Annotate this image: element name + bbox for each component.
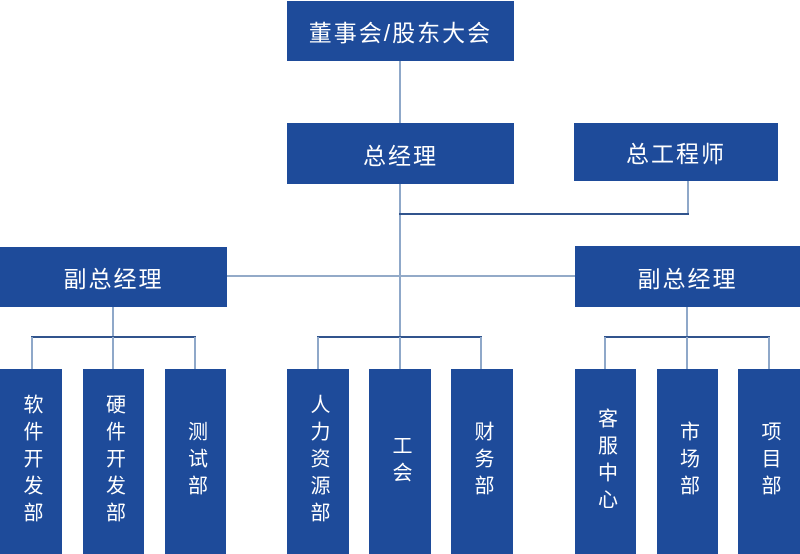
connector-drop-testing	[194, 337, 196, 370]
connector-board-to-gm	[399, 61, 401, 123]
org-node-customer-service: 客服中心	[575, 369, 636, 554]
org-node-marketing: 市场部	[657, 369, 718, 554]
org-node-hardware-dev-label: 硬件开发部	[102, 394, 125, 529]
org-node-project-label: 项目部	[758, 421, 780, 502]
connector-drop-marketing	[686, 337, 688, 370]
connector-chief-engineer-horizontal	[399, 213, 689, 215]
connector-drop-project	[768, 337, 770, 370]
org-node-finance-label: 财务部	[471, 421, 493, 502]
org-node-software-dev: 软件开发部	[0, 369, 62, 554]
connector-drop-hardware	[112, 337, 114, 370]
org-node-finance: 财务部	[451, 369, 513, 554]
connector-drop-software	[31, 337, 33, 370]
org-node-hardware-dev: 硬件开发部	[83, 369, 144, 554]
connector-vp-link	[227, 275, 575, 277]
org-node-hr-label: 人力资源部	[307, 394, 329, 529]
connector-gm-trunk	[399, 184, 401, 337]
connector-vp-left-drop	[112, 307, 114, 337]
connector-drop-customer-service	[604, 337, 606, 370]
org-node-vp-left: 副总经理	[0, 247, 227, 307]
org-node-vp-right: 副总经理	[575, 246, 800, 307]
org-node-board: 董事会/股东大会	[287, 1, 514, 61]
org-node-software-dev-label: 软件开发部	[20, 394, 42, 529]
org-node-chief-engineer: 总工程师	[574, 123, 778, 181]
org-node-marketing-label: 市场部	[676, 421, 699, 502]
connector-drop-finance	[480, 337, 482, 370]
org-node-project: 项目部	[738, 369, 800, 554]
org-node-testing-label: 测试部	[184, 421, 207, 502]
org-node-testing: 测试部	[165, 369, 226, 554]
connector-chief-engineer-riser	[687, 181, 689, 215]
org-node-general-manager: 总经理	[287, 123, 514, 184]
connector-drop-labor-union	[399, 337, 401, 370]
org-node-hr: 人力资源部	[287, 369, 349, 554]
org-node-labor-union-label: 工会	[389, 434, 411, 489]
org-node-labor-union: 工会	[369, 369, 431, 554]
connector-drop-hr	[317, 337, 319, 370]
connector-vp-right-drop	[686, 307, 688, 337]
org-node-customer-service-label: 客服中心	[594, 407, 617, 516]
